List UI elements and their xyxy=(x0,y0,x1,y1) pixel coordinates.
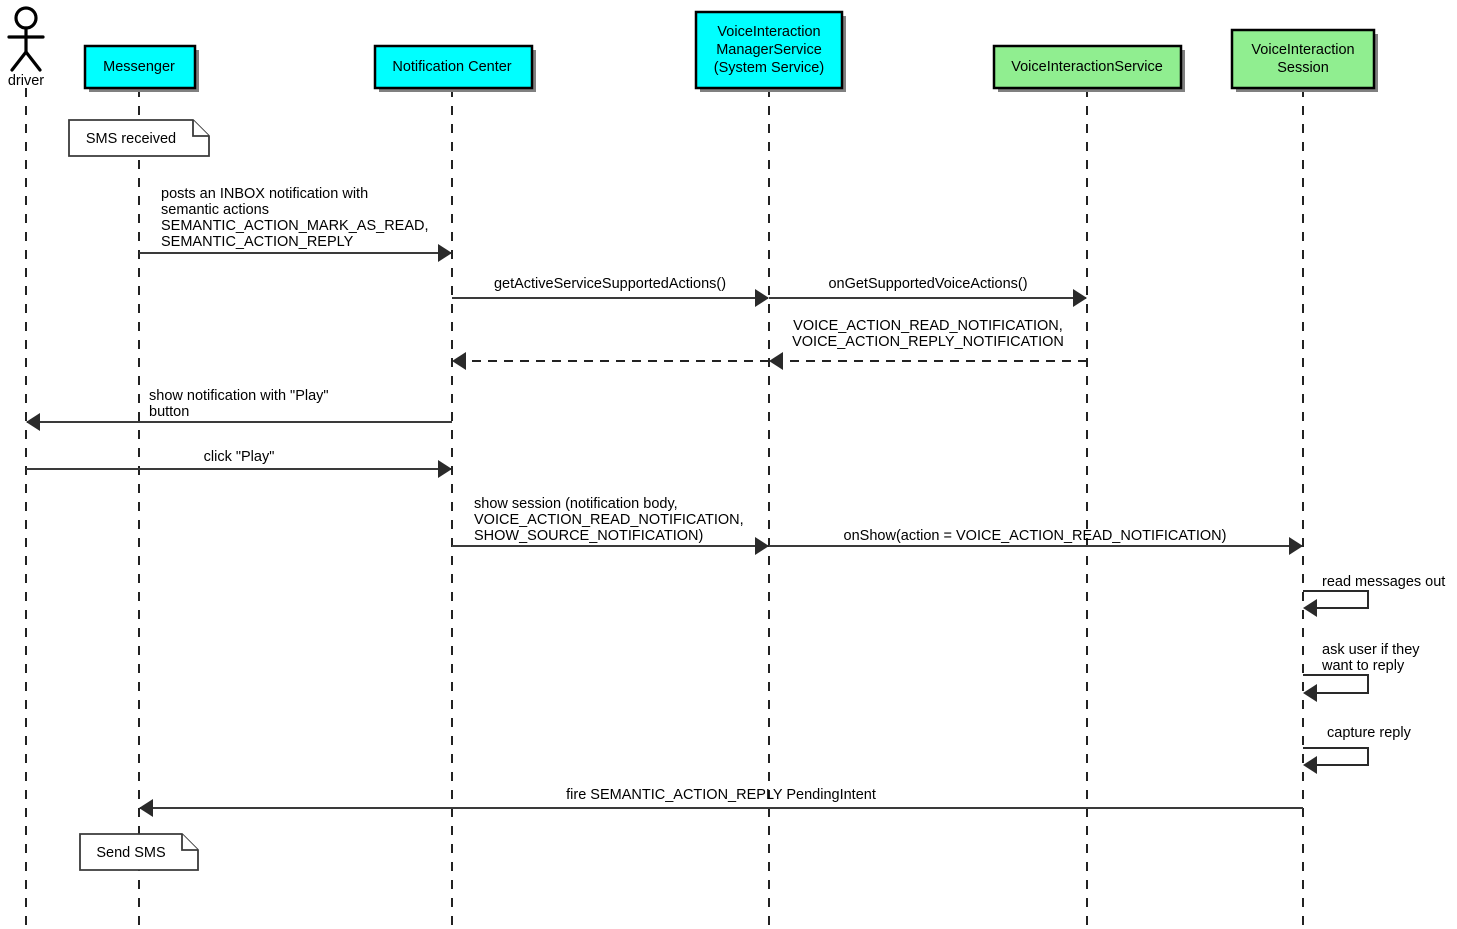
message-label-msg-return-voice-actions: VOICE_ACTION_REPLY_NOTIFICATION xyxy=(792,334,1064,350)
message-arrowhead-msg-return-voice-actions-to-notification-center xyxy=(452,352,466,370)
note-shape-note-sms-received xyxy=(68,119,210,157)
note-label-note-sms-received: SMS received xyxy=(86,131,176,147)
actor-driver[interactable]: driver xyxy=(7,6,45,89)
lifeline-label-messenger: Messenger xyxy=(103,59,175,75)
message-arrowhead-msg-show-session xyxy=(755,537,769,555)
note-shape-note-send-sms xyxy=(79,833,199,871)
note-label-note-send-sms: Send SMS xyxy=(96,845,165,861)
lifeline-box-voice-interaction-manager-service[interactable] xyxy=(694,10,844,90)
message-msg-show-notification-with-play-button[interactable]: show notification with "Play"button xyxy=(26,388,452,431)
message-arrowhead-msg-click-play xyxy=(438,460,452,478)
note-fold-note-send-sms xyxy=(181,834,198,851)
self-call-label-selfcall-capture-reply: capture reply xyxy=(1327,725,1412,741)
self-call-arrowhead-selfcall-read-messages-out xyxy=(1303,599,1317,617)
message-msg-post-inbox-notification[interactable]: posts an INBOX notification withsemantic… xyxy=(139,186,452,262)
lifeline-box-messenger[interactable] xyxy=(83,44,197,90)
self-call-selfcall-read-messages-out[interactable]: read messages out xyxy=(1303,574,1445,617)
self-call-arrowhead-selfcall-capture-reply xyxy=(1303,756,1317,774)
message-msg-return-voice-actions[interactable]: VOICE_ACTION_READ_NOTIFICATION,VOICE_ACT… xyxy=(769,318,1087,370)
note-note-send-sms[interactable]: Send SMS xyxy=(79,833,199,871)
self-call-selfcall-capture-reply[interactable]: capture reply xyxy=(1303,725,1412,774)
message-arrowhead-msg-on-get-supported-voice-actions xyxy=(1073,289,1087,307)
messages-layer: posts an INBOX notification withsemantic… xyxy=(26,186,1303,817)
message-label-msg-on-get-supported-voice-actions: onGetSupportedVoiceActions() xyxy=(828,276,1027,292)
message-label-msg-show-session: SHOW_SOURCE_NOTIFICATION) xyxy=(474,528,703,544)
actor-label-driver: driver xyxy=(8,73,44,89)
message-arrowhead-msg-post-inbox-notification xyxy=(438,244,452,262)
lifeline-notification-center: Notification Center xyxy=(373,44,536,925)
self-call-arrowhead-selfcall-ask-user-if-they-want-to-reply xyxy=(1303,684,1317,702)
lifeline-box-notification-center[interactable] xyxy=(373,44,534,90)
message-arrowhead-msg-on-show xyxy=(1289,537,1303,555)
message-label-msg-show-notification-with-play-button: button xyxy=(149,404,189,420)
message-label-msg-on-show: onShow(action = VOICE_ACTION_READ_NOTIFI… xyxy=(844,528,1227,544)
message-label-msg-show-session: VOICE_ACTION_READ_NOTIFICATION, xyxy=(474,512,744,528)
lifeline-label-voice-interaction-service: VoiceInteractionService xyxy=(1011,59,1163,75)
message-label-msg-post-inbox-notification: posts an INBOX notification with xyxy=(161,186,368,202)
message-msg-click-play[interactable]: click "Play" xyxy=(26,449,452,478)
lifeline-box-voice-interaction-service[interactable] xyxy=(992,44,1183,90)
note-note-sms-received[interactable]: SMS received xyxy=(68,119,210,157)
lifeline-label-voice-interaction-session: Session xyxy=(1277,60,1329,76)
self-call-path-selfcall-ask-user-if-they-want-to-reply xyxy=(1303,674,1369,694)
self-call-path-selfcall-capture-reply xyxy=(1303,747,1369,766)
lifeline-voice-interaction-service: VoiceInteractionService xyxy=(992,44,1185,925)
self-call-path-selfcall-read-messages-out xyxy=(1303,590,1369,609)
message-label-msg-show-notification-with-play-button: show notification with "Play" xyxy=(149,388,329,404)
lifelines-layer: Messenger Notification Center VoiceInterac… xyxy=(25,10,1378,925)
message-msg-on-show[interactable]: onShow(action = VOICE_ACTION_READ_NOTIFI… xyxy=(769,528,1303,555)
message-arrowhead-msg-show-notification-with-play-button xyxy=(26,413,40,431)
lifeline-label-voice-interaction-manager-service: ManagerService xyxy=(716,42,822,58)
message-msg-return-voice-actions-to-notification-center[interactable] xyxy=(452,352,769,370)
message-arrowhead-msg-fire-semantic-action-reply-pending-intent xyxy=(139,799,153,817)
message-msg-fire-semantic-action-reply-pending-intent[interactable]: fire SEMANTIC_ACTION_REPLY PendingIntent xyxy=(139,787,1303,817)
lifeline-label-voice-interaction-manager-service: (System Service) xyxy=(714,60,824,76)
message-label-msg-click-play: click "Play" xyxy=(204,449,275,465)
message-label-msg-return-voice-actions: VOICE_ACTION_READ_NOTIFICATION, xyxy=(793,318,1063,334)
actor-layer: driver xyxy=(7,6,45,89)
note-fold-note-sms-received xyxy=(192,120,209,137)
lifeline-label-voice-interaction-manager-service: VoiceInteraction xyxy=(717,24,820,40)
message-msg-get-active-service-supported-actions[interactable]: getActiveServiceSupportedActions() xyxy=(452,276,769,307)
self-call-label-selfcall-read-messages-out: read messages out xyxy=(1322,574,1445,590)
message-label-msg-post-inbox-notification: SEMANTIC_ACTION_REPLY xyxy=(161,234,354,250)
lifeline-box-voice-interaction-session[interactable] xyxy=(1230,28,1376,90)
actor-left-leg-icon xyxy=(10,50,28,72)
message-arrowhead-msg-return-voice-actions xyxy=(769,352,783,370)
message-label-msg-show-session: show session (notification body, xyxy=(474,496,678,512)
message-label-msg-get-active-service-supported-actions: getActiveServiceSupportedActions() xyxy=(494,276,726,292)
message-label-msg-fire-semantic-action-reply-pending-intent: fire SEMANTIC_ACTION_REPLY PendingIntent xyxy=(566,787,876,803)
message-label-msg-post-inbox-notification: SEMANTIC_ACTION_MARK_AS_READ, xyxy=(161,218,429,234)
self-call-label-selfcall-ask-user-if-they-want-to-reply: ask user if they xyxy=(1322,642,1420,658)
message-msg-on-get-supported-voice-actions[interactable]: onGetSupportedVoiceActions() xyxy=(769,276,1087,307)
lifeline-messenger: Messenger xyxy=(83,44,199,925)
message-msg-show-session[interactable]: show session (notification body,VOICE_AC… xyxy=(452,496,769,555)
actor-head-icon xyxy=(14,6,38,30)
self-call-label-selfcall-ask-user-if-they-want-to-reply: want to reply xyxy=(1321,658,1405,674)
message-label-msg-post-inbox-notification: semantic actions xyxy=(161,202,269,218)
lifeline-label-voice-interaction-session: VoiceInteraction xyxy=(1251,42,1354,58)
lifeline-label-notification-center: Notification Center xyxy=(392,59,511,75)
actor-right-leg-icon xyxy=(24,50,42,72)
message-arrowhead-msg-get-active-service-supported-actions xyxy=(755,289,769,307)
